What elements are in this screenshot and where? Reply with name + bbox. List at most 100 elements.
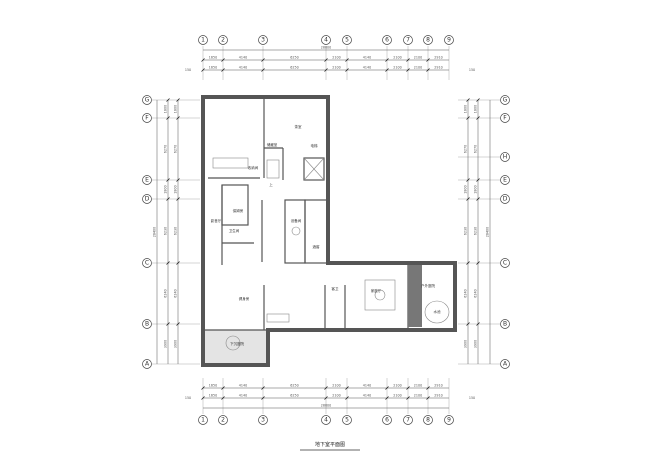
grid-column-label: 5 xyxy=(345,37,349,44)
dimension-value: 6270 xyxy=(464,145,468,153)
grid-column-marker xyxy=(342,35,352,45)
dimension-value: 1800 xyxy=(164,105,168,113)
dimension-value: 6250 xyxy=(290,56,298,60)
nanny-room xyxy=(221,184,249,226)
drawing-title: 地下室平面图 xyxy=(315,441,345,448)
dimension-value: 2100 xyxy=(332,394,340,398)
dimension-value: 4140 xyxy=(363,66,371,70)
grid-row-marker xyxy=(142,194,152,204)
grid-column-label: 4 xyxy=(324,37,328,44)
dimension-value: 2100 xyxy=(393,56,401,60)
grid-row-marker xyxy=(142,319,152,329)
dimension-value: 1800 xyxy=(464,105,468,113)
grid-row-label: G xyxy=(503,97,508,104)
grid-row-label: A xyxy=(503,361,508,368)
room-label: 水池 xyxy=(434,309,442,314)
dimension-offset: 150 xyxy=(469,68,475,72)
grid-column-label: 8 xyxy=(426,417,430,424)
grid-row-marker xyxy=(142,359,152,369)
grid-column-marker xyxy=(218,35,228,45)
wine-cellar xyxy=(284,199,306,264)
dimension-value: 2100 xyxy=(332,56,340,60)
grid-column-label: 6 xyxy=(385,417,389,424)
dimension-value: 1800 xyxy=(474,105,478,113)
grid-row-label: D xyxy=(503,196,508,203)
dimension-value: 6250 xyxy=(290,66,298,70)
room-label: 影音厅 xyxy=(211,218,222,223)
room-label: 健身房 xyxy=(239,296,250,301)
dimension-value: 6230 xyxy=(164,227,168,235)
dimension-total: 28400 xyxy=(486,227,490,238)
dimension-value: 2100 xyxy=(414,394,422,398)
grid-column-label: 7 xyxy=(406,37,410,44)
dimension-value: 3900 xyxy=(464,340,468,348)
dimension-value: 2100 xyxy=(414,66,422,70)
room-label: 电梯 xyxy=(311,143,319,148)
grid-column-label: 7 xyxy=(406,417,410,424)
room-label: 茶室 xyxy=(295,124,303,129)
landscape-planting xyxy=(408,265,422,327)
grid-column-marker xyxy=(218,415,228,425)
grid-row-label: B xyxy=(503,321,507,328)
dimension-value: 6270 xyxy=(164,145,168,153)
room-label: 上 xyxy=(269,182,273,187)
dimension-value: 1650 xyxy=(209,66,217,70)
room-label: 酒窖 xyxy=(313,244,321,249)
building xyxy=(201,95,457,367)
room-label: 收纳间 xyxy=(248,165,259,170)
dimension-value: 3900 xyxy=(174,340,178,348)
dimension-value: 6230 xyxy=(474,227,478,235)
dimension-value: 2100 xyxy=(332,384,340,388)
dimension-value: 4140 xyxy=(239,66,247,70)
grid-row-marker xyxy=(142,113,152,123)
dimension-lines xyxy=(156,49,491,409)
room-label: 设备间 xyxy=(291,218,302,223)
dimension-value: 6230 xyxy=(464,227,468,235)
grid-row-label: D xyxy=(145,196,150,203)
grid-column-marker xyxy=(382,35,392,45)
dimension-value: 1800 xyxy=(474,185,478,193)
grid-column-label: 2 xyxy=(221,37,225,44)
grid-row-marker xyxy=(500,152,510,162)
grid-column-marker xyxy=(321,35,331,45)
grid-row-marker xyxy=(142,258,152,268)
grid-column-marker xyxy=(258,35,268,45)
dimension-value: 2100 xyxy=(332,66,340,70)
grid-row-label: E xyxy=(503,177,507,184)
grid-row-marker xyxy=(142,95,152,105)
grid-row-label: C xyxy=(145,260,149,267)
dimension-value: 4140 xyxy=(363,394,371,398)
dimension-value: 1650 xyxy=(209,394,217,398)
grid-column-marker xyxy=(198,415,208,425)
grid-column-label: 3 xyxy=(261,37,265,44)
grid-column-label: 1 xyxy=(201,37,205,44)
stair xyxy=(266,159,280,179)
dimension-value: 2910 xyxy=(434,394,442,398)
dimension-value: 2100 xyxy=(393,394,401,398)
dimension-value: 4140 xyxy=(239,56,247,60)
grid-row-marker xyxy=(500,194,510,204)
dimension-value: 6250 xyxy=(290,384,298,388)
grid-column-marker xyxy=(382,415,392,425)
room-label: 客卫 xyxy=(332,286,340,291)
grid-column-marker xyxy=(423,35,433,45)
dimension-value: 2100 xyxy=(393,66,401,70)
grid-column-label: 1 xyxy=(201,417,205,424)
room-label: 卫生间 xyxy=(229,228,240,233)
grid-column-label: 6 xyxy=(385,37,389,44)
dimension-value: 2910 xyxy=(434,56,442,60)
grid-column-marker xyxy=(403,35,413,45)
sunken-courtyard-floor xyxy=(205,330,266,363)
grid-column-marker xyxy=(198,35,208,45)
grid-row-label: H xyxy=(503,154,508,161)
dimension-value: 6240 xyxy=(474,289,478,297)
dimension-value: 6270 xyxy=(474,145,478,153)
dimension-value: 2100 xyxy=(414,56,422,60)
room-label: 家庭厅 xyxy=(371,288,382,293)
grid-row-marker xyxy=(500,359,510,369)
dimension-value: 4140 xyxy=(363,56,371,60)
stair xyxy=(266,313,290,323)
grid-column-marker xyxy=(258,415,268,425)
dimension-value: 3900 xyxy=(474,340,478,348)
